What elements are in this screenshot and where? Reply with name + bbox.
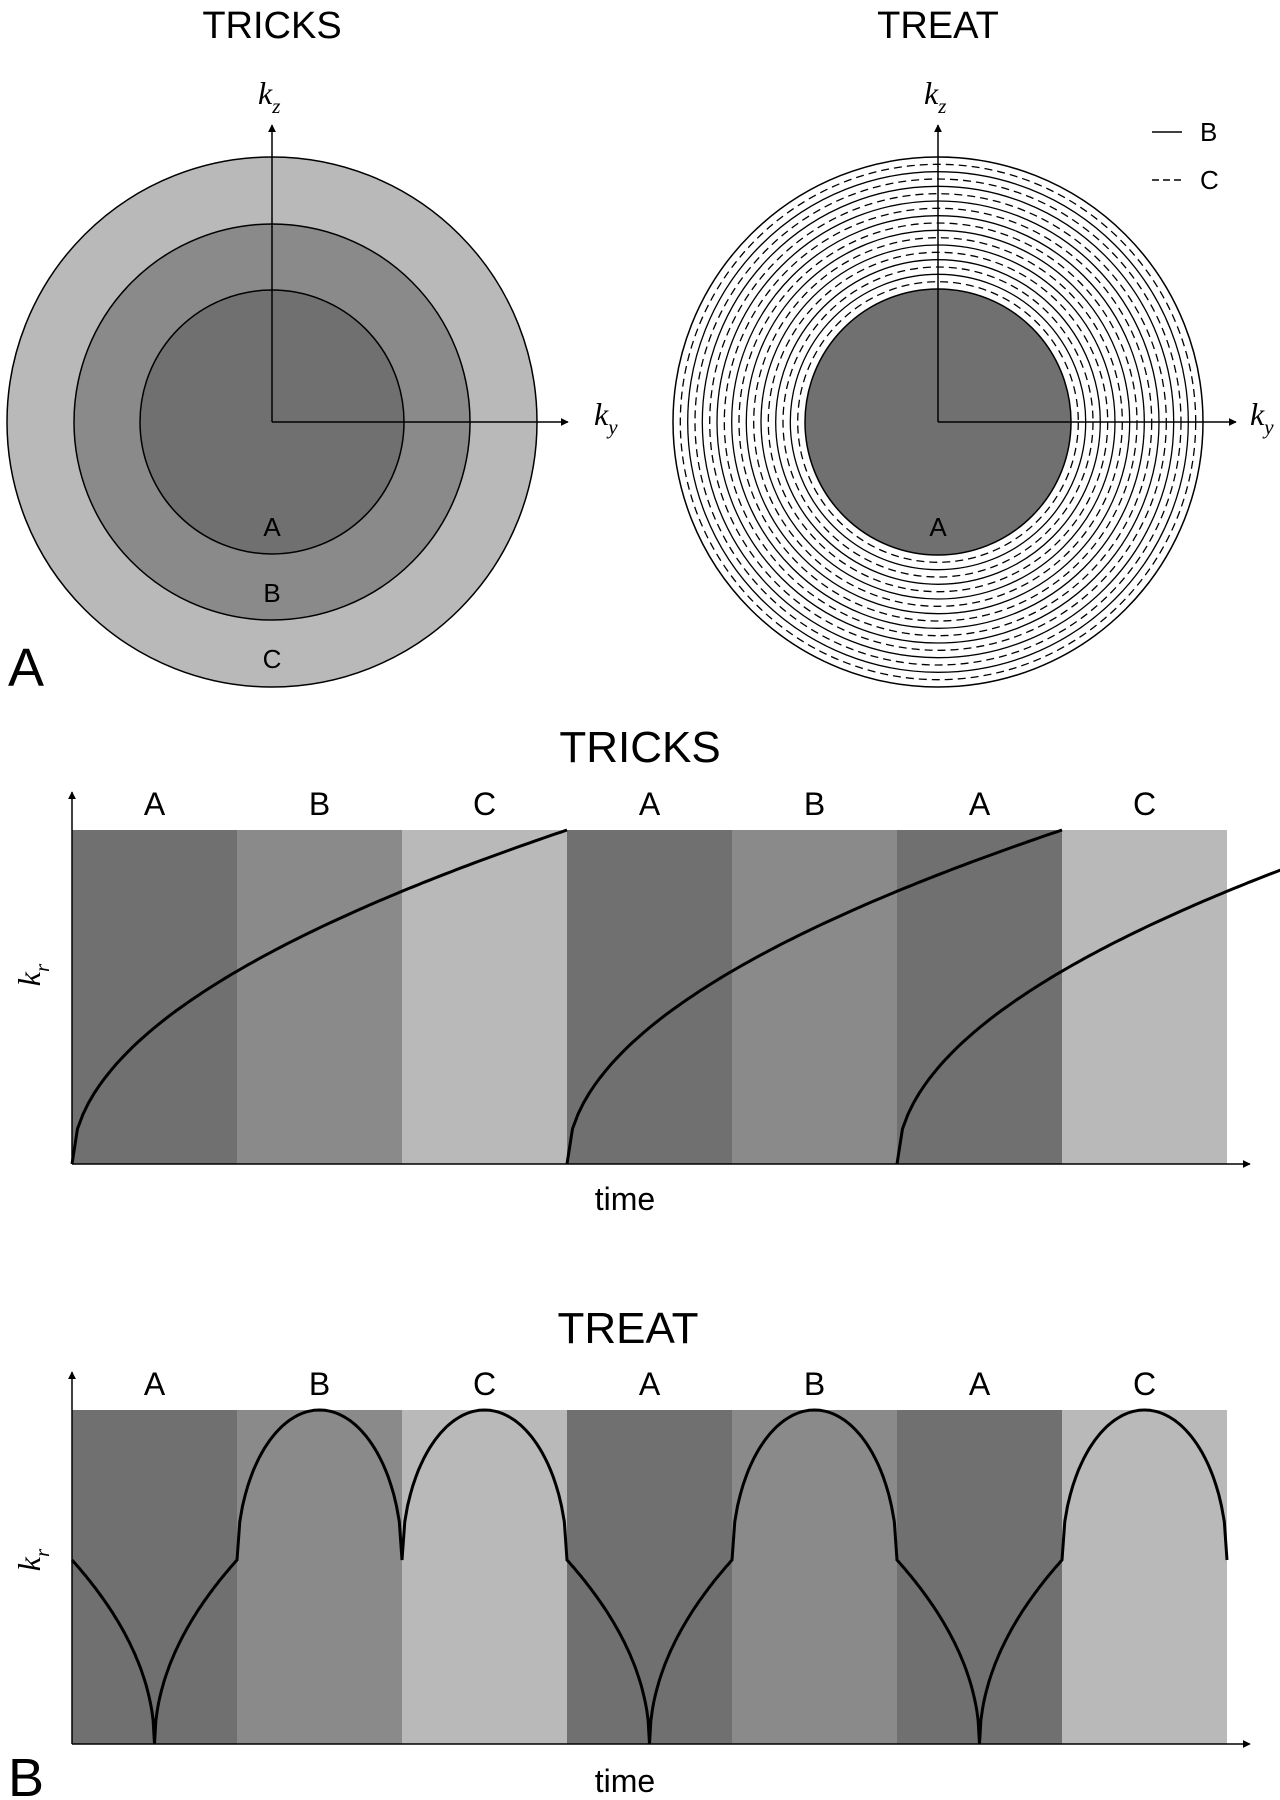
segment-a-block: [897, 830, 1062, 1164]
segment-label: B: [804, 786, 825, 822]
y-axis-label: kr: [11, 1548, 54, 1571]
treat-kspace: TREAT kz ky A B C: [672, 5, 1274, 688]
segment-label: B: [309, 786, 330, 822]
segment-label: C: [1133, 786, 1156, 822]
panel-a: TRICKS kz ky A B C TREAT kz ky A: [6, 5, 1274, 698]
segment-b-block: [732, 830, 897, 1164]
tricks-timeline-title: TRICKS: [559, 723, 720, 772]
treat-timeline: TREAT A B C A B A C kr time: [11, 1304, 1251, 1799]
segment-a-block: [72, 830, 237, 1164]
region-a-label: A: [263, 512, 281, 542]
segment-backgrounds: [72, 830, 1227, 1164]
legend-b-label: B: [1200, 117, 1217, 147]
segment-a-block: [567, 1410, 732, 1744]
segment-a-block: [897, 1410, 1062, 1744]
kz-axis-label: kz: [924, 75, 946, 118]
tricks-timeline: TRICKS A B C A B A C kr time: [11, 723, 1280, 1217]
segment-label: C: [473, 1366, 496, 1402]
treat-timeline-title: TREAT: [558, 1304, 699, 1353]
region-c-label: C: [263, 644, 282, 674]
segment-c-block: [1062, 830, 1227, 1164]
segment-a-block: [72, 1410, 237, 1744]
segment-b-block: [732, 1410, 897, 1744]
ky-axis-label: ky: [1250, 396, 1274, 439]
segment-a-block: [567, 830, 732, 1164]
segment-b-block: [237, 1410, 402, 1744]
panel-a-label: A: [8, 638, 44, 698]
segment-b-block: [237, 830, 402, 1164]
segment-label: A: [639, 786, 661, 822]
ky-axis-label: ky: [594, 396, 618, 439]
segment-backgrounds: [72, 1410, 1227, 1744]
segment-label: C: [1133, 1366, 1156, 1402]
x-axis-label: time: [595, 1763, 655, 1799]
ring-legend: B C: [1152, 117, 1219, 195]
segment-c-block: [402, 1410, 567, 1744]
segment-label: A: [144, 1366, 166, 1402]
legend-c-label: C: [1200, 165, 1219, 195]
segment-c-block: [1062, 1410, 1227, 1744]
tricks-kspace: TRICKS kz ky A B C: [6, 5, 618, 688]
panel-b-label: B: [8, 1748, 44, 1800]
segment-label: C: [473, 786, 496, 822]
segment-label: A: [969, 1366, 991, 1402]
region-b-label: B: [263, 578, 280, 608]
segment-label: A: [969, 786, 991, 822]
kr-trajectory-curve: [70, 828, 1280, 1165]
segment-label: B: [804, 1366, 825, 1402]
region-a-label: A: [929, 512, 947, 542]
segment-label: B: [309, 1366, 330, 1402]
x-axis-label: time: [595, 1181, 655, 1217]
segment-label: A: [144, 786, 166, 822]
tricks-kspace-title: TRICKS: [202, 5, 341, 47]
kz-axis-label: kz: [258, 75, 280, 118]
segment-c-block: [402, 830, 567, 1164]
y-axis-label: kr: [11, 963, 54, 986]
treat-kspace-title: TREAT: [877, 5, 999, 47]
segment-label: A: [639, 1366, 661, 1402]
